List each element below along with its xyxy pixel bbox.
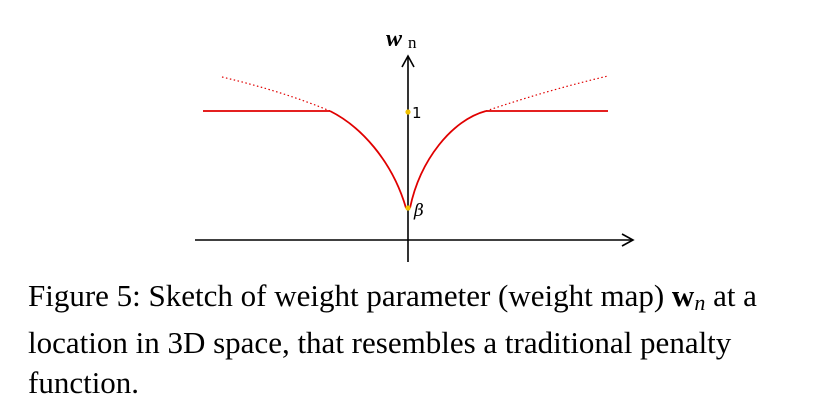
weight-curve-right <box>409 110 487 209</box>
caption-math-subscript: n <box>694 290 706 315</box>
tick-label-one: 1 <box>412 104 422 122</box>
y-axis-label: w n <box>386 26 417 52</box>
figure-sketch: w n 1 β <box>195 26 635 262</box>
caption-suffix: at a location in 3D space, that resemble… <box>28 278 757 400</box>
caption-prefix: Figure 5: Sketch of weight parameter (we… <box>28 278 672 313</box>
penalty-curve-dotted-left <box>221 76 331 112</box>
weight-curve-left <box>329 110 407 209</box>
figure-caption: Figure 5: Sketch of weight parameter (we… <box>28 276 818 403</box>
y-axis-label-subscript: n <box>408 33 417 52</box>
tick-label-beta: β <box>413 201 424 221</box>
penalty-curve-dotted-right <box>485 75 609 112</box>
y-axis-label-base: w <box>386 26 403 52</box>
tick-marker-beta <box>405 205 411 211</box>
caption-math-symbol: w <box>671 278 695 313</box>
tick-marker-one <box>405 109 411 115</box>
